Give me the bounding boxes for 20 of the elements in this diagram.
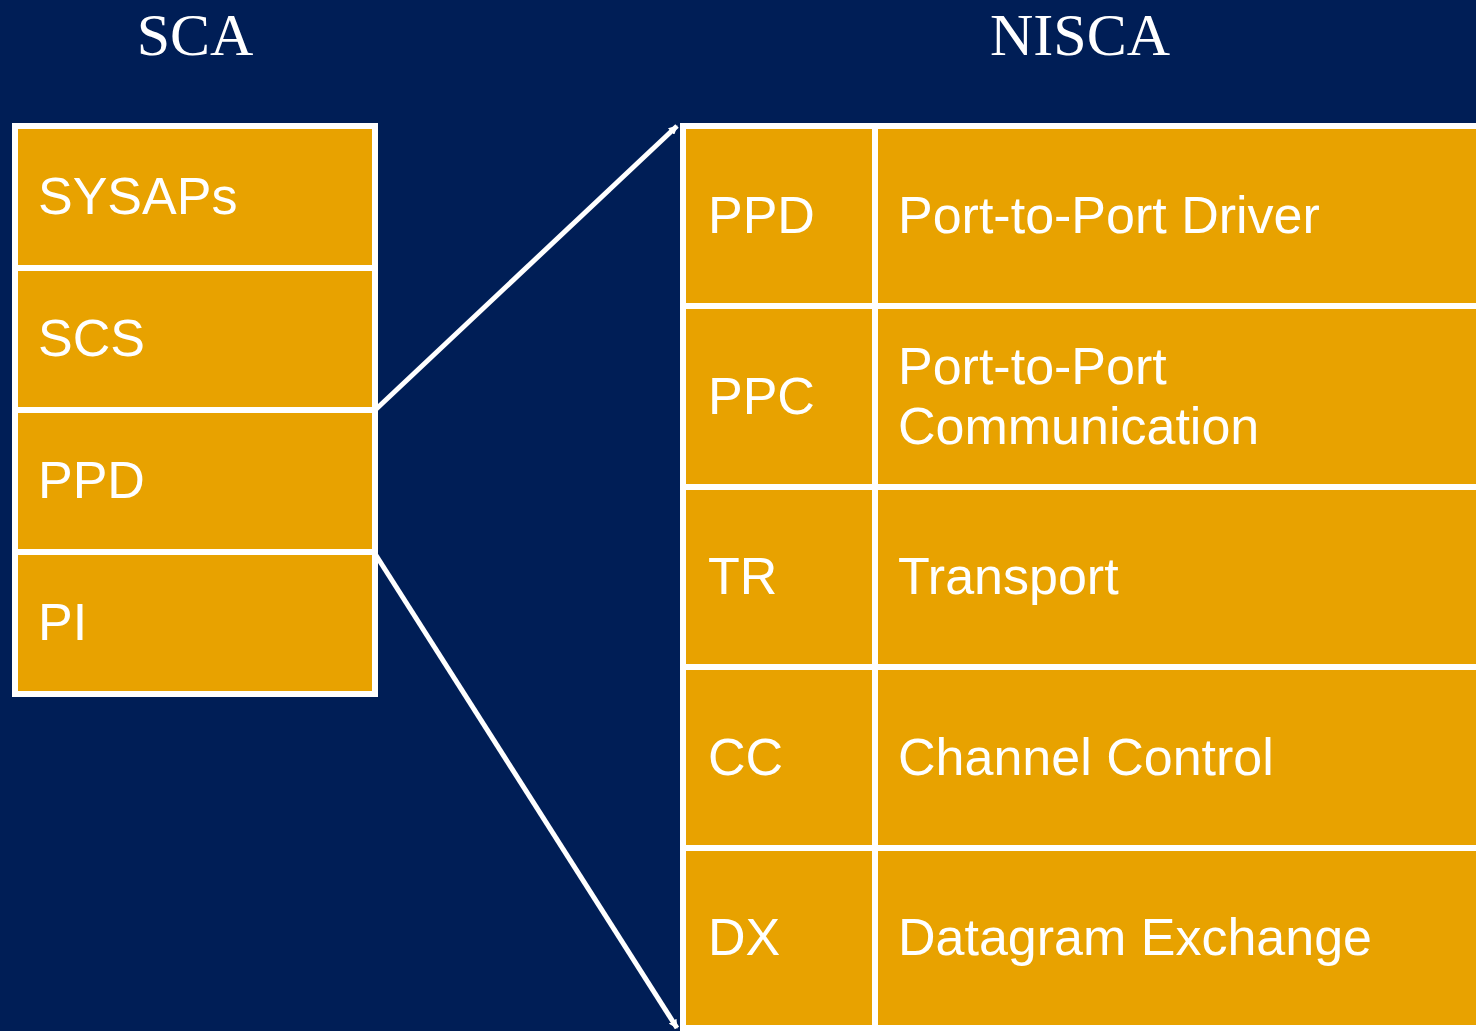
layer-name: Port-to-Port Driver bbox=[878, 129, 1476, 304]
layer-box bbox=[18, 129, 372, 265]
layer-name: Transport bbox=[878, 489, 1476, 665]
layer-abbreviation: PPD bbox=[686, 129, 872, 304]
layer-abbreviation: DX bbox=[686, 850, 872, 1026]
layer-label: SYSAPs bbox=[38, 167, 238, 227]
stack-heading: NISCA bbox=[989, 1, 1171, 70]
layer-abbreviation: CC bbox=[686, 670, 872, 845]
layer-box bbox=[18, 413, 372, 549]
layer-label: SCS bbox=[38, 309, 145, 369]
layer-label: PI bbox=[38, 593, 88, 653]
layer-name: Port-to-Port Communication bbox=[878, 309, 1476, 484]
stack-heading: SCA bbox=[135, 1, 255, 70]
layer-abbreviation: PPC bbox=[686, 309, 872, 484]
layer-name: Datagram Exchange bbox=[878, 850, 1476, 1026]
layer-name: Channel Control bbox=[878, 670, 1476, 845]
layer-box bbox=[18, 271, 372, 407]
layer-abbreviation: TR bbox=[686, 489, 872, 665]
layer-box bbox=[18, 555, 372, 691]
layer-label: PPD bbox=[38, 451, 145, 511]
